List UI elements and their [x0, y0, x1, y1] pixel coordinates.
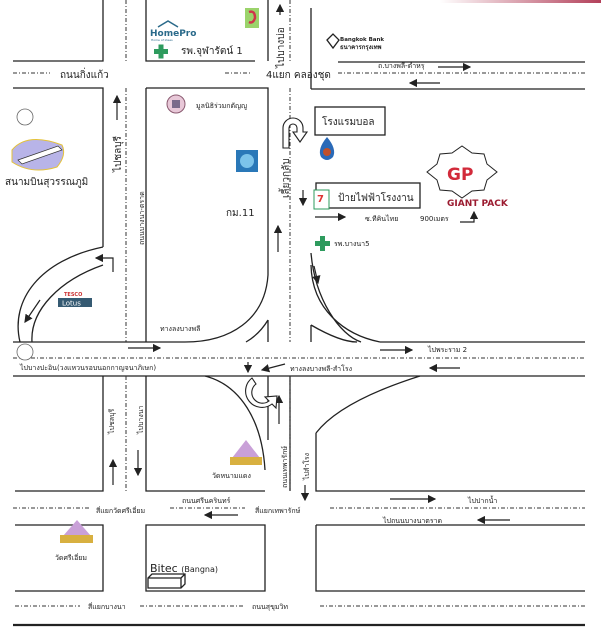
- hotel-label: โรงแรมบอล: [322, 115, 375, 128]
- km-label: กม.11: [226, 208, 255, 219]
- svg-text:TESCO: TESCO: [64, 292, 82, 298]
- hospital-1-label: รพ.จุฬารัตน์ 1: [181, 45, 243, 57]
- airplane-icon: [11, 139, 65, 171]
- label-exit-bang-phli: ทางลงบางพลี: [160, 325, 200, 333]
- bangkok-bank-logo: [326, 33, 340, 50]
- svg-text:Home of Ideas: Home of Ideas: [151, 38, 173, 42]
- ptt-logo: [319, 137, 335, 160]
- foundation-logo: [166, 94, 186, 114]
- label-to-bang-bo: ไปบางบ่อ: [275, 27, 287, 69]
- label-bangna-trad: ถนนบางนา-ตราด: [138, 191, 146, 245]
- hospital-2-label: รพ.บางนา5: [334, 240, 370, 248]
- foundation-label: มูลนิธิร่วมกตัญญู: [196, 102, 247, 110]
- factory-sign-label: ป้ายไฟฟ้าโรงงาน: [338, 191, 414, 204]
- wat-nam-daeng-label: วัดหนามแดง: [212, 472, 251, 480]
- wat-sri-iam-label: วัดศรีเอี่ยม: [55, 553, 87, 562]
- u-turn-circle-icon: [245, 377, 278, 410]
- label-to-samrong: ไปสำโรง: [302, 453, 311, 481]
- hotel-box: [314, 106, 386, 136]
- label-to-chonburi-top: ไปชลบุรี: [112, 135, 124, 173]
- tesco-lotus-logo: TESCO Lotus: [58, 292, 92, 308]
- airport-label: สนามบินสุวรรณภูมิ: [5, 177, 88, 188]
- label-sukhumvit: ถนนสุขุมวิท: [252, 603, 288, 611]
- temple-icon: [60, 520, 93, 543]
- label-khlong-chut: 4แยก คลองชุด: [266, 70, 331, 81]
- seven-eleven-logo: 7: [313, 189, 330, 210]
- punch-hole: [16, 343, 34, 361]
- hospital-cross-icon: [315, 236, 330, 251]
- label-to-chonburi-bottom: ไปชลบุรี: [107, 409, 116, 435]
- hospital-cross-icon: [154, 44, 168, 59]
- scan-edge: [440, 0, 601, 3]
- road-lines: [13, 0, 585, 627]
- label-exit-bang-phli-samrong: ทางลงบางพลี-สำโรง: [290, 364, 352, 373]
- label-king-kaew: ถนนกิ่งแก้ว: [60, 67, 109, 81]
- label-theparak: ถนนเทพารักษ์: [281, 446, 289, 488]
- label-wat-sri-iam-junction: สี่แยกวัดศรีเอี่ยม: [96, 506, 145, 515]
- label-to-bangna: ไปบางนา: [136, 405, 145, 435]
- u-turn-arrow-icon: [282, 117, 309, 149]
- bitec-building-icon: [147, 573, 186, 589]
- punch-hole: [16, 108, 34, 126]
- soi-distance: 900เมตร: [420, 215, 449, 223]
- bangkok-bank-th: ธนาคารกรุงเทพ: [340, 44, 382, 51]
- giant-pack-logo: GP: [426, 145, 498, 199]
- label-u-turn: เลี้ยวกลับ: [278, 158, 292, 198]
- bitec-label: Bitec (Bangna): [150, 562, 218, 575]
- homepro-logo: HomePro Home of Ideas: [150, 20, 196, 42]
- giant-pack-label: GIANT PACK: [447, 199, 509, 209]
- label-bang-phli-tamru: ถ.บางพลี-ตำหรุ: [378, 62, 425, 70]
- svg-text:HomePro: HomePro: [150, 29, 196, 39]
- direction-arrows: [24, 3, 510, 525]
- label-srinakarin: ถนนศรีนครินทร์: [182, 497, 231, 505]
- temple-icon: [230, 440, 262, 465]
- svg-text:Lotus: Lotus: [62, 300, 81, 308]
- svg-text:7: 7: [317, 194, 324, 205]
- svg-text:GP: GP: [447, 165, 473, 185]
- label-bangna-junction: สี่แยกบางนา: [88, 602, 126, 611]
- label-to-paknam: ไปปากน้ำ: [467, 494, 497, 505]
- label-to-rama2: ไปพระราม 2: [427, 345, 467, 354]
- label-to-bangna-trad-road: ไปถนนบางนาตราด: [382, 516, 442, 525]
- label-to-bang-pa-in: ไปบางปะอิน(วงแหวนรอบนอกกาญจนาภิเษก): [19, 363, 156, 372]
- bangkok-bank-en: Bangkok Bank: [340, 37, 384, 43]
- label-theparak-junction: สี่แยกเทพารักษ์: [255, 506, 301, 515]
- soi-label: ซ.ทีคินไทย: [365, 214, 398, 223]
